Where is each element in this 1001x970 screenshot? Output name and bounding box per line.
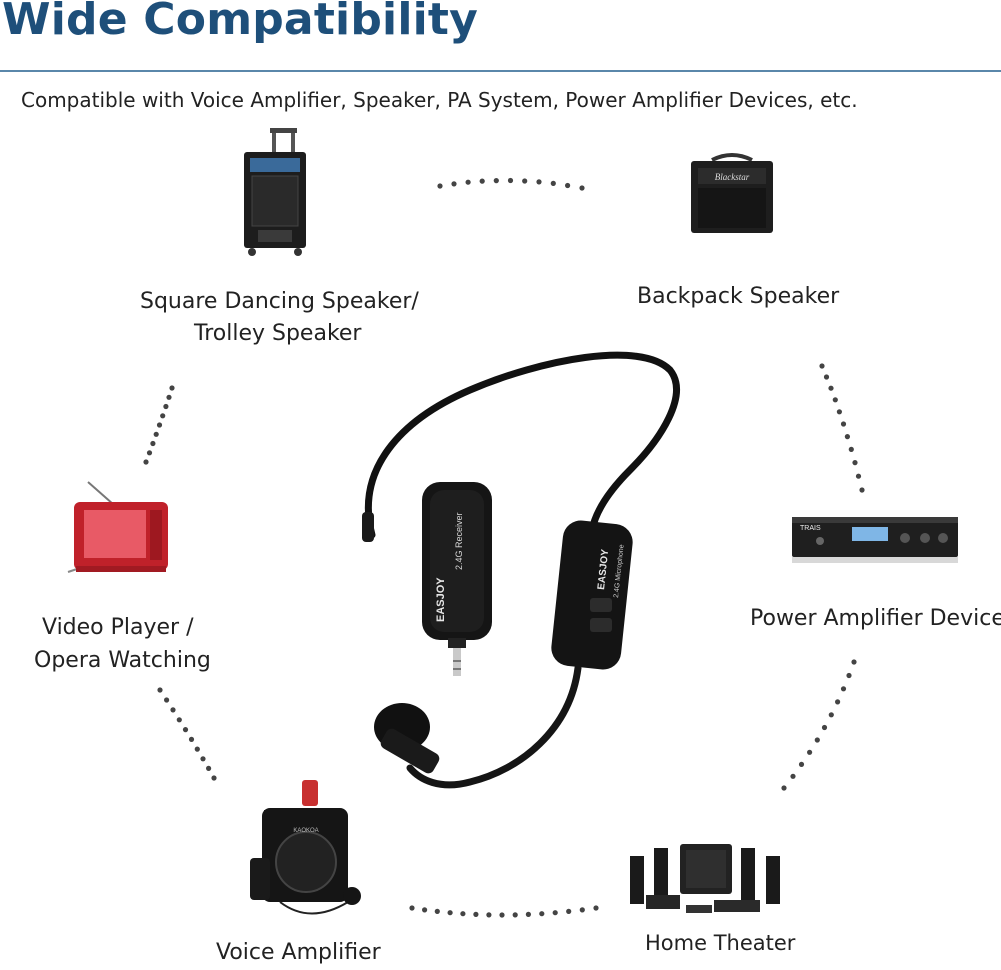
- connector-dot: [422, 907, 428, 913]
- backpack-speaker-label: Backpack Speaker: [637, 284, 840, 309]
- connector-dot: [451, 181, 457, 187]
- mic-brand-label: EASJOY: [596, 548, 611, 590]
- connector-dot: [781, 785, 787, 791]
- connector-dot: [211, 775, 217, 781]
- connector-dot: [206, 765, 212, 772]
- trolley-speaker-label-line2: Trolley Speaker: [194, 321, 362, 346]
- connector-dot: [156, 422, 163, 428]
- connector-dot: [848, 446, 854, 452]
- connector-dot: [579, 907, 585, 913]
- headset-microphone-image: EASJOY 2.4G Microphone: [362, 351, 680, 789]
- connector-dot: [194, 746, 200, 752]
- connector-dot: [447, 910, 453, 916]
- connector-dot: [188, 736, 195, 743]
- connector-dot: [409, 905, 415, 911]
- connector-dot: [835, 699, 841, 705]
- connector-dot: [579, 185, 585, 191]
- connector-dot: [507, 177, 514, 184]
- connector-dot: [828, 712, 834, 718]
- connector-dot: [844, 434, 851, 440]
- connector-dot: [807, 749, 813, 755]
- connector-dot: [160, 413, 166, 419]
- backpack-speaker-image: Blackstar: [691, 153, 773, 233]
- connector-dot: [169, 385, 175, 391]
- connector-dot: [437, 183, 443, 189]
- connector-dot: [851, 659, 857, 665]
- connector-dot: [790, 773, 796, 779]
- connector-dot: [593, 905, 599, 911]
- connector-dot: [486, 912, 492, 918]
- connector-dot: [182, 727, 189, 733]
- connector-dot: [832, 397, 838, 403]
- connector-dot: [465, 179, 471, 185]
- connector-dot: [200, 756, 206, 762]
- page-title: Wide Compatibility: [2, 0, 478, 45]
- connector-dot: [821, 724, 828, 731]
- page-subtitle: Compatible with Voice Amplifier, Speaker…: [21, 88, 858, 112]
- connector-dot: [143, 459, 149, 465]
- receiver-model-label: 2.4G Receiver: [454, 512, 464, 570]
- connector-dot: [836, 409, 843, 415]
- connector-dot: [146, 450, 153, 456]
- connector-dot: [550, 180, 556, 186]
- connector-dot: [170, 707, 176, 713]
- connector-dot: [852, 460, 858, 466]
- connector-dot: [166, 394, 172, 400]
- connector-dot: [855, 473, 862, 479]
- connector-dot: [150, 440, 156, 447]
- receiver-image: EASJOY 2.4G Receiver: [422, 482, 492, 676]
- home-theater-label: Home Theater: [645, 931, 796, 955]
- connector-dot: [798, 761, 805, 768]
- connector-dot: [536, 179, 542, 185]
- video-player-label-line2: Opera Watching: [34, 648, 211, 673]
- connector-dot: [525, 911, 532, 918]
- connector-dot: [512, 912, 518, 918]
- trolley-speaker-image: [244, 128, 306, 256]
- connector-dot: [828, 385, 834, 391]
- connector-dot: [493, 178, 499, 184]
- connector-dot: [163, 403, 169, 410]
- connector-dot: [823, 374, 830, 380]
- connector-dot: [153, 431, 159, 437]
- power-amp-brand: TRAIS: [800, 525, 821, 532]
- connector-dot: [840, 686, 847, 692]
- video-player-label: Video Player /: [42, 615, 194, 640]
- connector-dot: [157, 687, 163, 693]
- connector-dot: [819, 363, 825, 369]
- connector-dot: [840, 421, 847, 427]
- home-theater-image: [630, 844, 780, 913]
- connector-dot: [164, 697, 170, 703]
- connector-dot: [499, 912, 505, 918]
- trolley-speaker-label: Square Dancing Speaker/: [140, 289, 419, 314]
- connector-dot: [846, 672, 852, 679]
- voice-amp-brand: KAOKOA: [293, 828, 318, 834]
- connector-dot: [460, 911, 466, 917]
- connector-dot: [859, 487, 865, 493]
- title-divider: [0, 70, 1001, 72]
- power-amplifier-label: Power Amplifier Device: [750, 606, 1001, 631]
- connector-dot: [565, 182, 571, 189]
- connector-dot: [552, 910, 558, 916]
- dotted-connectors: [143, 177, 865, 918]
- connector-dot: [479, 178, 485, 184]
- connector-dot: [176, 717, 182, 723]
- connector-dot: [473, 911, 479, 918]
- connector-dot: [566, 908, 572, 915]
- video-player-image: [67, 481, 168, 573]
- connector-dot: [814, 737, 820, 743]
- power-amplifier-image: TRAIS: [792, 517, 958, 563]
- receiver-brand-label: EASJOY: [435, 577, 447, 622]
- connector-dot: [539, 911, 545, 917]
- connector-dot: [434, 908, 440, 915]
- connector-dot: [522, 178, 528, 184]
- voice-amplifier-image: KAOKOA: [250, 780, 361, 915]
- voice-amplifier-label: Voice Amplifier: [216, 940, 381, 965]
- blackstar-logo: Blackstar: [715, 172, 750, 182]
